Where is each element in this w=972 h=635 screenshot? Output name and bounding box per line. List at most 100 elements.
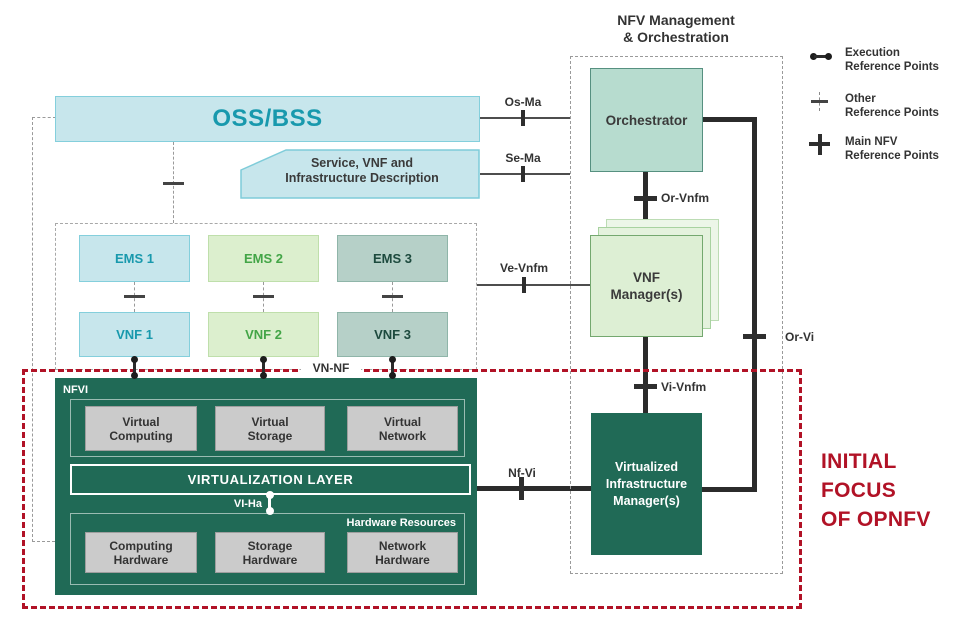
mano-title-line1: NFV Management bbox=[617, 12, 735, 28]
se-ma-tick bbox=[521, 166, 525, 182]
or-vi-vertical-line bbox=[752, 117, 757, 492]
virtual-storage-line1: Virtual bbox=[251, 414, 289, 429]
vim-box: Virtualized Infrastructure Manager(s) bbox=[591, 413, 702, 555]
ems3-vnf3-other-ref-marker bbox=[382, 295, 403, 298]
computing-hardware-line2: Hardware bbox=[113, 552, 169, 567]
ems2-vnf2-other-ref-marker bbox=[253, 295, 274, 298]
ems3-label: EMS 3 bbox=[372, 251, 412, 266]
orchestrator-label: Orchestrator bbox=[605, 112, 688, 128]
vnf1-box: VNF 1 bbox=[79, 312, 190, 357]
storage-hardware-line1: Storage bbox=[247, 538, 293, 553]
virtual-network-line1: Virtual bbox=[383, 414, 422, 429]
legend-other-label: Other Reference Points bbox=[845, 92, 939, 120]
vnfm-vim-line bbox=[643, 337, 648, 414]
vnf-manager-box: VNF Manager(s) bbox=[590, 235, 703, 337]
vi-ha-label: VI-Ha bbox=[233, 498, 262, 510]
vi-ha-dot-bottom bbox=[265, 507, 274, 515]
vnf1-label: VNF 1 bbox=[116, 327, 153, 342]
nf-vi-label: Nf-Vi bbox=[508, 466, 536, 480]
vim-line2: Infrastructure bbox=[605, 476, 688, 491]
nf-vi-main-ref-marker bbox=[519, 477, 524, 500]
ve-vnfm-tick bbox=[522, 277, 526, 293]
nfvi-label: NFVI bbox=[63, 384, 89, 396]
execution-reference-icon-dot2 bbox=[825, 53, 832, 60]
or-vnfm-main-ref-marker bbox=[634, 196, 657, 201]
execution-reference-icon-line bbox=[814, 55, 828, 58]
vi-ha-dot-top bbox=[265, 491, 274, 499]
opnfv-focus-label: INITIAL FOCUS OF OPNFV bbox=[821, 447, 931, 534]
virtual-computing-line1: Virtual bbox=[122, 414, 160, 429]
virtual-resources-container bbox=[70, 399, 465, 457]
virtual-storage-line2: Storage bbox=[247, 428, 293, 443]
main-reference-icon-vbar bbox=[817, 133, 822, 155]
storage-hardware-line2: Hardware bbox=[242, 552, 298, 567]
legend-main-line2: Reference Points bbox=[845, 150, 939, 162]
vn-nf-dumbbell3-line bbox=[391, 357, 394, 377]
orchestrator-right-line bbox=[703, 117, 757, 122]
oss-bss-box: OSS/BSS bbox=[55, 96, 480, 142]
legend-execution-line2: Reference Points bbox=[845, 61, 939, 73]
hardware-resources-label: Hardware Resources bbox=[346, 517, 456, 529]
other-reference-icon-bar bbox=[811, 100, 828, 103]
virtual-computing-line2: Computing bbox=[109, 428, 173, 443]
vn-nf-dumbbell2-line bbox=[262, 357, 265, 377]
vim-right-line bbox=[702, 487, 757, 492]
mano-title-line2: & Orchestration bbox=[623, 29, 729, 45]
vi-ha-line bbox=[268, 495, 271, 512]
computing-hardware-line1: Computing bbox=[109, 538, 173, 553]
vnf-manager-line1: VNF bbox=[632, 270, 660, 285]
os-ma-tick bbox=[521, 110, 525, 126]
legend-execution-label: Execution Reference Points bbox=[845, 46, 939, 74]
legend-main-label: Main NFV Reference Points bbox=[845, 135, 939, 163]
execution-reference-icon bbox=[810, 53, 817, 60]
mano-title: NFV Management & Orchestration bbox=[580, 12, 772, 46]
legend-execution-line1: Execution bbox=[845, 47, 900, 59]
vn-nf-label: VN-NF bbox=[312, 361, 350, 375]
vn-nf-dumbbell3-dot-top bbox=[389, 356, 396, 363]
ems2-label: EMS 2 bbox=[243, 251, 283, 266]
vn-nf-dumbbell3-dot-bottom bbox=[389, 372, 396, 379]
vim-line1: Virtualized bbox=[615, 459, 678, 474]
opnfv-focus-line1: INITIAL bbox=[821, 450, 897, 473]
orchestrator-box: Orchestrator bbox=[590, 68, 703, 172]
orchestrator-vnfm-line bbox=[643, 172, 648, 236]
vnf-manager-line2: Manager(s) bbox=[610, 287, 683, 302]
service-description-label: Service, VNF and Infrastructure Descript… bbox=[252, 156, 472, 186]
or-vnfm-label: Or-Vnfm bbox=[661, 191, 709, 205]
oss-left-connector-v bbox=[32, 117, 33, 542]
ems3-box: EMS 3 bbox=[337, 235, 448, 282]
legend-other-line2: Reference Points bbox=[845, 107, 939, 119]
ems1-box: EMS 1 bbox=[79, 235, 190, 282]
vi-vnfm-label: Vi-Vnfm bbox=[661, 380, 707, 394]
oss-bss-label: OSS/BSS bbox=[212, 105, 323, 132]
vn-nf-label-patch bbox=[301, 359, 361, 377]
vn-nf-dumbbell1-line bbox=[133, 357, 136, 377]
nf-vi-line bbox=[477, 486, 592, 491]
vnf2-box: VNF 2 bbox=[208, 312, 319, 357]
ems2-box: EMS 2 bbox=[208, 235, 319, 282]
ve-vnfm-label: Ve-Vnfm bbox=[499, 261, 548, 275]
os-ma-line bbox=[480, 117, 570, 119]
opnfv-focus-outline bbox=[22, 369, 802, 609]
vnf2-label: VNF 2 bbox=[245, 327, 282, 342]
se-ma-label: Se-Ma bbox=[505, 151, 541, 165]
service-description-line1: Service, VNF and bbox=[310, 156, 414, 170]
legend-main-line1: Main NFV bbox=[845, 136, 898, 148]
ems1-label: EMS 1 bbox=[114, 251, 154, 266]
oss-left-connector-h bbox=[32, 117, 56, 118]
opnfv-focus-line2: FOCUS bbox=[821, 479, 896, 502]
se-ma-line bbox=[480, 173, 570, 175]
vn-nf-dumbbell1-dot-top bbox=[131, 356, 138, 363]
vnf3-box: VNF 3 bbox=[337, 312, 448, 357]
or-vi-label: Or-Vi bbox=[785, 330, 815, 344]
vn-nf-dumbbell1-dot-bottom bbox=[131, 372, 138, 379]
vim-line3: Manager(s) bbox=[613, 493, 680, 508]
legend-other-line1: Other bbox=[845, 93, 876, 105]
service-description-line2: Infrastructure Description bbox=[285, 171, 439, 185]
